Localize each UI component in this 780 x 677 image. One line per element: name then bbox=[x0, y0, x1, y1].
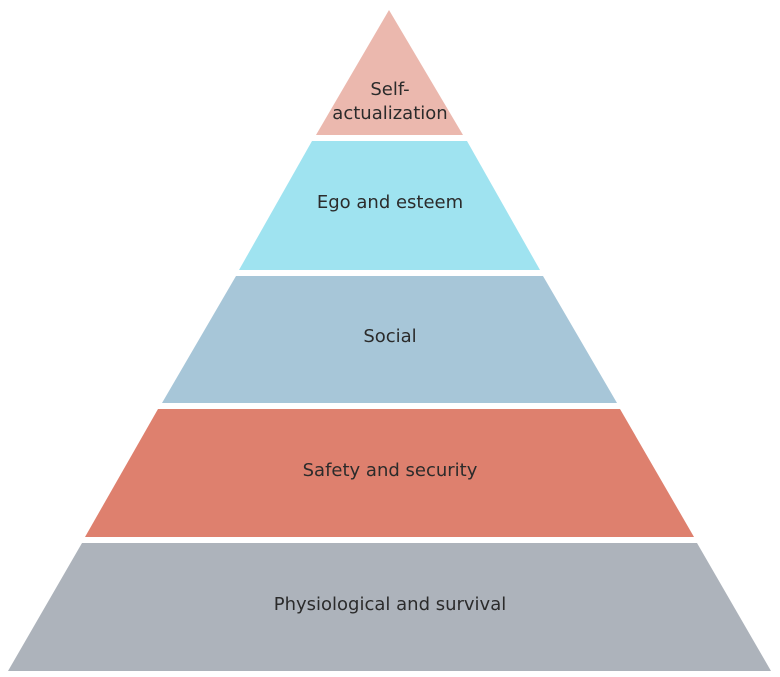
label-physiological-survival: Physiological and survival bbox=[273, 594, 507, 615]
label-safety-security: Safety and security bbox=[302, 460, 478, 481]
tier-social bbox=[162, 276, 617, 403]
tier-self-actualization bbox=[316, 10, 463, 135]
label-actualization: actualization bbox=[332, 103, 448, 124]
tier-physiological-survival bbox=[8, 543, 771, 671]
tier-safety-security bbox=[85, 409, 694, 537]
label-self: Self- bbox=[370, 79, 410, 100]
label-social: Social bbox=[363, 326, 417, 347]
tier-ego-esteem bbox=[239, 141, 540, 270]
label-ego-esteem: Ego and esteem bbox=[316, 192, 464, 213]
